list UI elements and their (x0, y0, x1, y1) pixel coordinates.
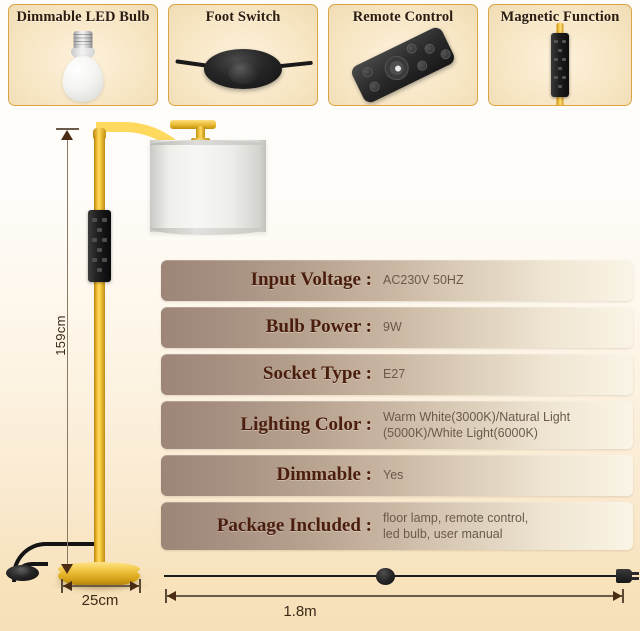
spec-row-socket-type: Socket Type : E27 (161, 354, 633, 395)
arrow-right-icon (613, 590, 622, 601)
height-label: 159cm (52, 315, 68, 356)
spec-row-package-included: Package Included : floor lamp, remote co… (161, 502, 633, 550)
spec-label: Dimmable : (276, 464, 372, 486)
height-arrow-up-icon (61, 130, 73, 140)
spec-row-input-voltage: Input Voltage : AC230V 50HZ (161, 260, 633, 301)
arrow-right-icon (130, 580, 139, 591)
spec-value: 9W (383, 320, 402, 335)
spec-label: Socket Type : (262, 363, 372, 385)
lamp-shade (150, 140, 266, 235)
lamp-drop-rod (196, 126, 205, 140)
feature-card-title: Remote Control (352, 9, 454, 25)
feature-card-title: Foot Switch (205, 9, 281, 25)
led-bulb-icon (9, 27, 157, 103)
lamp-pole-cap (93, 128, 106, 139)
arrow-left-icon (167, 590, 176, 601)
foot-switch-icon (169, 27, 317, 103)
power-plug-icon (616, 569, 639, 583)
magnetic-panel-icon (489, 23, 631, 105)
spec-row-bulb-power: Bulb Power : 9W (161, 307, 633, 348)
floor-lamp-illustration (0, 110, 266, 600)
spec-value: E27 (383, 367, 406, 382)
base-width-label: 25cm (81, 592, 119, 609)
remote-control-icon (329, 25, 477, 105)
base-width-measurement: 25cm (56, 578, 144, 614)
cord-length-label: 1.8m (283, 603, 317, 620)
feature-card-title: Magnetic Function (500, 9, 620, 25)
spec-value: floor lamp, remote control, led bulb, us… (383, 510, 529, 542)
feature-cards-row: Dimmable LED Bulb Foot Switch Remote Con… (0, 0, 640, 110)
feature-card-foot-switch[interactable]: Foot Switch (168, 4, 318, 106)
feature-card-dimmable-led-bulb[interactable]: Dimmable LED Bulb (8, 4, 158, 106)
cord-length-measurement: 1.8m (160, 565, 640, 631)
magnetic-remote-on-pole[interactable] (88, 210, 111, 282)
lamp-arm-bar (170, 120, 216, 129)
cord-measure-line (166, 595, 622, 597)
spec-label: Lighting Color : (240, 413, 372, 435)
specification-table: Input Voltage : AC230V 50HZ Bulb Power :… (161, 260, 633, 556)
cord-foot-switch-icon (376, 568, 395, 585)
feature-card-remote-control[interactable]: Remote Control (328, 4, 478, 106)
base-width-end-right (139, 579, 141, 593)
spec-label: Bulb Power : (265, 316, 372, 338)
spec-value: Yes (383, 468, 404, 483)
feature-card-title: Dimmable LED Bulb (16, 9, 150, 25)
height-measurement: 159cm (52, 128, 80, 580)
cord-measure-end-left (165, 589, 167, 603)
height-arrow-down-icon (61, 564, 73, 574)
spec-value: AC230V 50HZ (383, 273, 464, 288)
cord-measure-end-right (622, 589, 624, 603)
spec-row-lighting-color: Lighting Color : Warm White(3000K)/Natur… (161, 401, 633, 449)
lamp-base-top (58, 562, 140, 576)
foot-switch-on-cord[interactable] (6, 565, 39, 581)
spec-label: Input Voltage : (250, 269, 372, 291)
base-width-end-left (61, 579, 63, 593)
feature-card-magnetic-function[interactable]: Magnetic Function (488, 4, 632, 106)
arrow-left-icon (63, 580, 72, 591)
lamp-vertical-pole (94, 135, 105, 582)
base-width-line (62, 585, 140, 587)
spec-row-dimmable: Dimmable : Yes (161, 455, 633, 496)
height-top-tick (56, 128, 79, 130)
height-line (67, 136, 69, 572)
spec-label: Package Included : (216, 514, 372, 536)
spec-value: Warm White(3000K)/Natural Light (5000K)/… (383, 409, 571, 441)
